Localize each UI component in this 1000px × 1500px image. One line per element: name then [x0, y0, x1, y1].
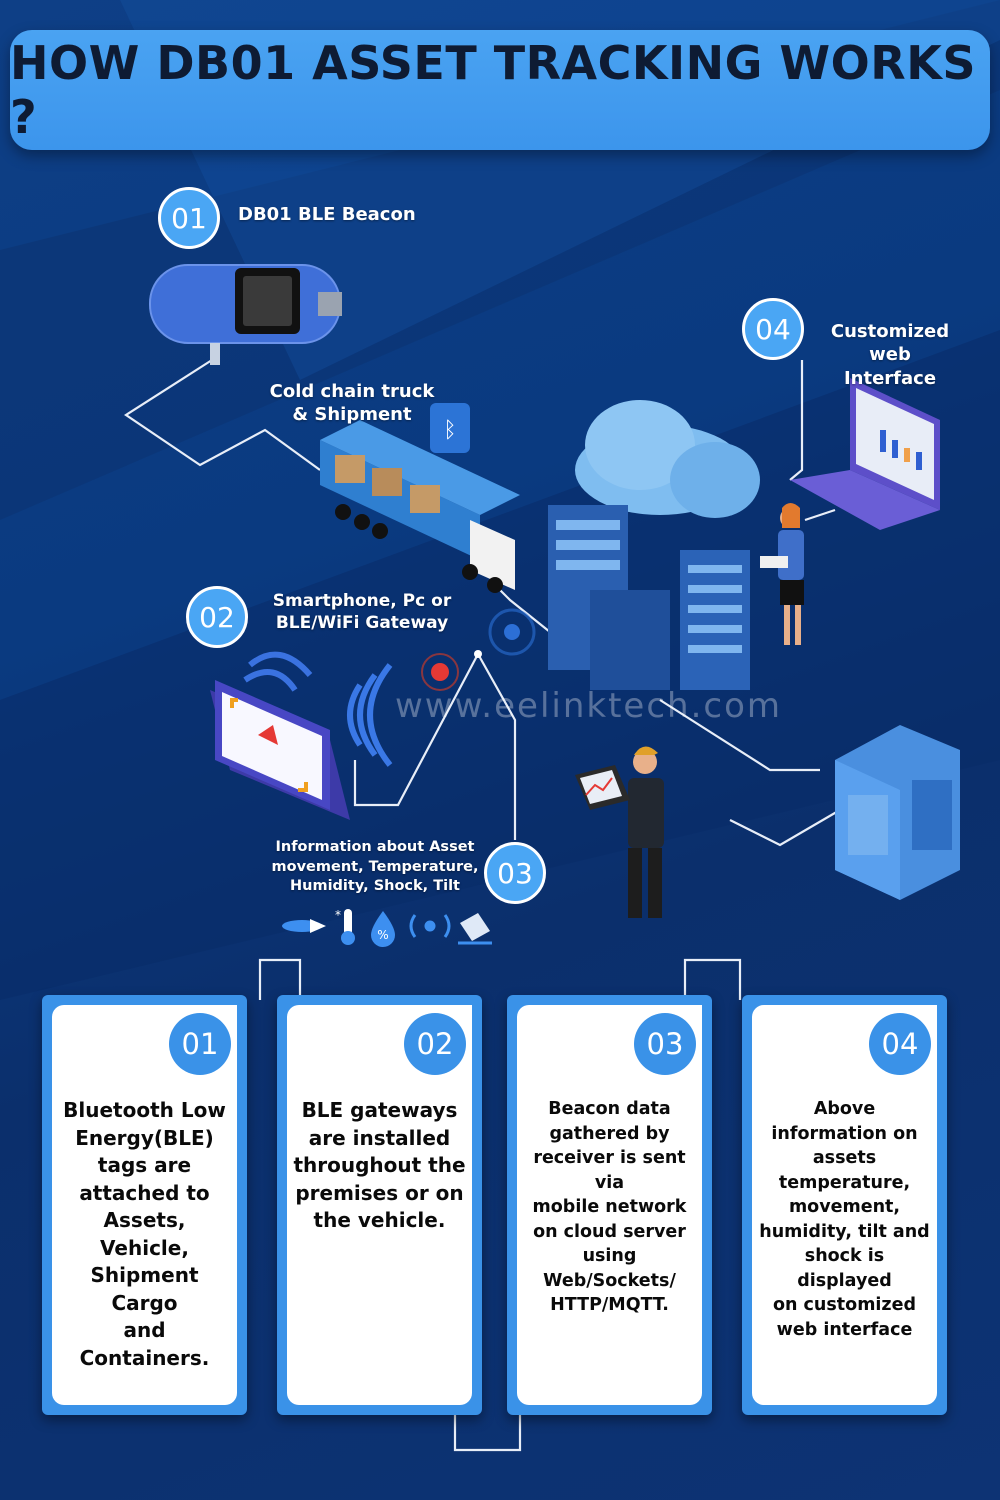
- card-line: the vehicle.: [313, 1208, 446, 1232]
- signal-dot: [431, 663, 449, 681]
- card-body: 01 Bluetooth Low Energy(BLE) tags are at…: [52, 1005, 237, 1405]
- truck-label-line: & Shipment: [292, 404, 412, 426]
- title-banner: HOW DB01 ASSET TRACKING WORKS ?: [10, 30, 990, 150]
- truck-label: Cold chain truck & Shipment: [262, 380, 442, 427]
- bluetooth-badge-icon: ᛒ: [430, 403, 470, 453]
- card-description: BLE gateways are installed throughout th…: [293, 1097, 466, 1235]
- card-line: information on: [771, 1123, 918, 1144]
- card-02: 02 BLE gateways are installed throughout…: [277, 995, 482, 1415]
- server-rack: [548, 505, 750, 690]
- card-line: movement,: [788, 1197, 901, 1217]
- web-label-line: Interface: [843, 367, 937, 389]
- cloud-icon: [575, 400, 760, 518]
- signal-dot: [421, 653, 459, 691]
- card-line: gathered by: [549, 1123, 670, 1144]
- card-line: attached to: [79, 1180, 210, 1205]
- card-line: using: [582, 1246, 637, 1266]
- card-01: 01 Bluetooth Low Energy(BLE) tags are at…: [42, 995, 247, 1415]
- card-description: Bluetooth Low Energy(BLE) tags are attac…: [58, 1097, 231, 1372]
- card-line: humidity, tilt and: [759, 1221, 930, 1242]
- step-number-03: 03: [484, 842, 546, 904]
- card-line: on customized: [772, 1295, 917, 1315]
- signal-dot: [504, 624, 520, 640]
- card-number: 03: [634, 1013, 696, 1075]
- card-line: Energy(BLE): [75, 1125, 214, 1150]
- card-line: are installed: [308, 1125, 451, 1150]
- humidity-icon: %: [371, 911, 395, 947]
- ble-beacon-device: [149, 264, 342, 365]
- gateway-label-line: BLE/WiFi Gateway: [275, 613, 449, 634]
- card-04: 04 Above information on assets temperatu…: [742, 995, 947, 1415]
- svg-text:*: *: [335, 908, 341, 922]
- page-title: HOW DB01 ASSET TRACKING WORKS ?: [10, 36, 976, 144]
- card-03: 03 Beacon data gathered by receiver is s…: [507, 995, 712, 1415]
- card-line: Bluetooth Low: [63, 1098, 226, 1122]
- card-description: Above information on assets temperature,…: [758, 1097, 931, 1342]
- web-label-line: Customized web: [830, 321, 950, 366]
- step-number-04: 04: [742, 298, 804, 360]
- thermometer-icon: *: [335, 908, 355, 945]
- laptop-web-interface: [790, 378, 940, 530]
- step-label-web-interface: Customized web Interface: [810, 320, 970, 390]
- card-line: on cloud server: [533, 1221, 686, 1242]
- card-number: 04: [869, 1013, 931, 1075]
- junction-dot: [474, 650, 482, 658]
- signal-dot: [488, 608, 536, 656]
- shock-icon: [409, 914, 451, 938]
- info-label-line: movement, Temperature,: [271, 858, 479, 875]
- sensor-icon-row: * %: [282, 908, 492, 947]
- card-line: Assets, Vehicle,: [100, 1208, 189, 1260]
- step-number-01: 01: [158, 187, 220, 249]
- watermark: www.eelinktech.com: [395, 686, 782, 726]
- card-line: tags are: [97, 1153, 192, 1177]
- card-line: temperature,: [778, 1172, 911, 1193]
- card-line: shock is displayed: [797, 1246, 892, 1291]
- card-line: Shipment Cargo: [90, 1263, 199, 1315]
- gateway-label-line: Smartphone, Pc or: [272, 591, 452, 611]
- info-label-line: Information about Asset: [275, 839, 475, 855]
- cold-chain-truck: [320, 420, 520, 593]
- man-with-laptop: [575, 746, 664, 918]
- card-line: throughout the: [293, 1153, 466, 1177]
- card-line: BLE gateways: [301, 1098, 458, 1122]
- svg-text:ᛒ: ᛒ: [443, 418, 456, 443]
- card-line: HTTP/MQTT.: [550, 1295, 669, 1315]
- server-cabinets: [835, 725, 960, 900]
- card-number: 01: [169, 1013, 231, 1075]
- step-label-gateway: Smartphone, Pc or BLE/WiFi Gateway: [262, 590, 462, 634]
- card-line: and Containers.: [79, 1318, 210, 1370]
- step-label-beacon: DB01 BLE Beacon: [238, 204, 416, 225]
- card-line: Web/Sockets/: [543, 1270, 676, 1291]
- card-line: receiver is sent via: [533, 1148, 686, 1193]
- card-line: web interface: [776, 1319, 913, 1340]
- card-body: 03 Beacon data gathered by receiver is s…: [517, 1005, 702, 1405]
- step-number-02: 02: [186, 586, 248, 648]
- card-line: Above: [813, 1099, 876, 1119]
- card-body: 02 BLE gateways are installed throughout…: [287, 1005, 472, 1405]
- card-description: Beacon data gathered by receiver is sent…: [523, 1097, 696, 1318]
- svg-text:%: %: [377, 928, 388, 942]
- card-line: mobile network: [532, 1197, 687, 1217]
- woman-figure: [760, 503, 804, 645]
- smartphone-gateway: [210, 651, 350, 820]
- card-line: Beacon data: [548, 1099, 671, 1119]
- truck-label-line: Cold chain truck: [269, 381, 435, 402]
- signal-waves-icon: [347, 663, 393, 767]
- card-number: 02: [404, 1013, 466, 1075]
- card-line: premises or on: [295, 1180, 464, 1205]
- movement-icon: [282, 919, 326, 933]
- tilt-icon: [458, 913, 492, 945]
- card-body: 04 Above information on assets temperatu…: [752, 1005, 937, 1405]
- step-label-information: Information about Asset movement, Temper…: [270, 838, 480, 897]
- card-line: assets: [812, 1148, 877, 1168]
- info-label-line: Humidity, Shock, Tilt: [290, 878, 460, 895]
